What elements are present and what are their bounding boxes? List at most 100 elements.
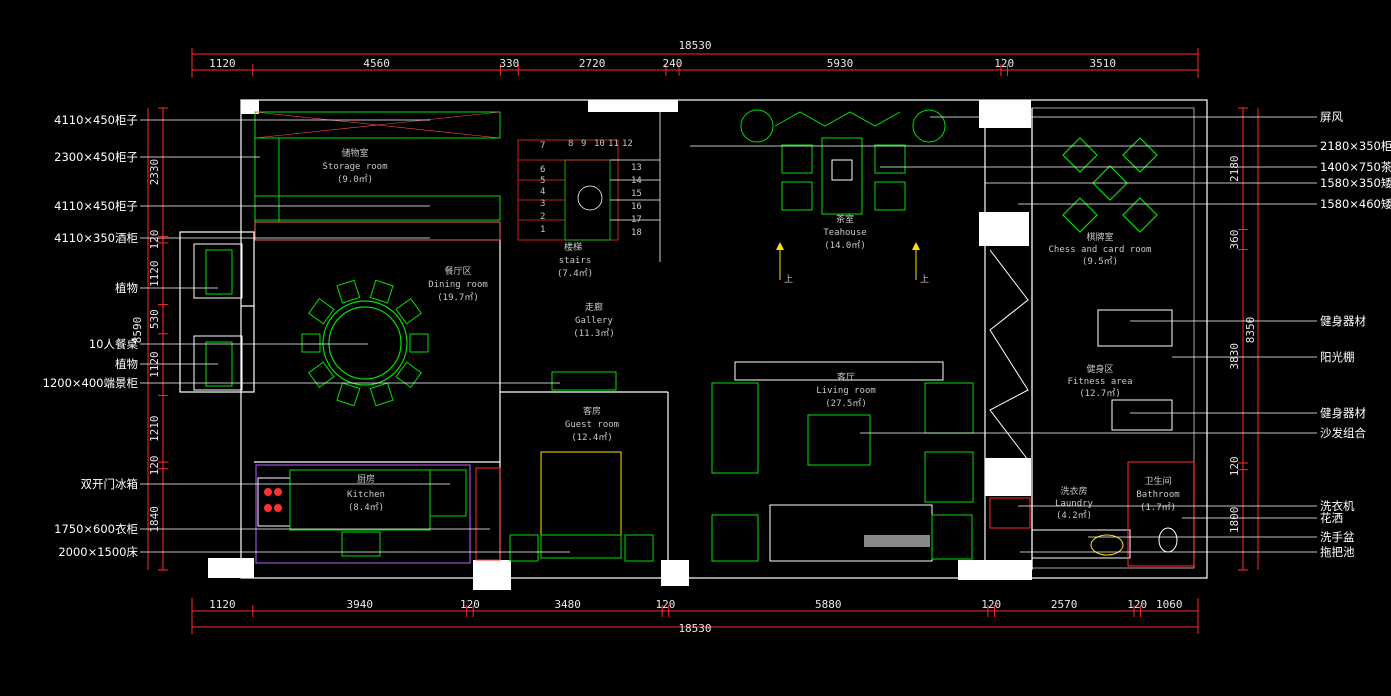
dining-chair [301, 333, 321, 353]
dining-chair [409, 333, 429, 353]
right-dimension: 2180 [1228, 155, 1241, 182]
overall-top-dimension: 18530 [678, 39, 711, 52]
bottom-dimension: 3940 [347, 598, 374, 611]
right-dimension: 360 [1228, 230, 1241, 250]
gallery-en: Gallery [575, 316, 614, 326]
left-callout-label: 4110×450柜子 [54, 199, 138, 213]
stairs-drawing [517, 112, 661, 262]
kitchen-en: Kitchen [347, 490, 385, 500]
left-callout-label: 4110×450柜子 [54, 113, 138, 127]
up-marker-1: 上 [784, 274, 793, 285]
fitness-area-en: Fitness area [1067, 377, 1132, 387]
chess-tables [1062, 137, 1158, 233]
kitchen-area: (8.4㎡) [348, 502, 384, 513]
laundry-area: (4.2㎡) [1056, 510, 1092, 521]
stair-number: 8 [568, 139, 573, 149]
dining-table [322, 300, 408, 386]
bathroom-area: (1.7㎡) [1140, 502, 1176, 513]
dining-room-zh: 餐厅区 [444, 265, 471, 277]
right-callout-label: 1400×750茶桌 [1320, 160, 1391, 174]
right-dimension: 120 [1228, 456, 1241, 476]
chess-room-zh: 棋牌室 [1086, 231, 1113, 243]
gallery-area: (11.3㎡) [573, 328, 615, 339]
right-callout-label: 1580×460矮柜 [1320, 197, 1391, 211]
dining-chair [395, 297, 422, 325]
dining-chairs [301, 279, 429, 407]
left-callouts: 4110×450柜子2300×450柜子4110×450柜子4110×350酒柜… [43, 113, 570, 559]
right-callout-label: 阳光棚 [1320, 350, 1355, 364]
storage-room-area: (9.0㎡) [337, 174, 373, 185]
left-dimension: 1840 [148, 506, 161, 533]
storage-room-zh: 储物室 [341, 147, 368, 159]
overall-bottom-dimension: 18530 [678, 622, 711, 635]
bottom-dimension: 120 [460, 598, 480, 611]
right-callout-label: 健身器材 [1320, 406, 1366, 420]
right-callout-label: 沙发组合 [1320, 426, 1366, 440]
bottom-dimension: 1120 [209, 598, 236, 611]
right-total-dimension: 8350 [1244, 317, 1257, 344]
room-labels: 储物室 Storage room (9.0㎡) 楼梯 stairs (7.4㎡)… [322, 147, 1179, 521]
top-dimension: 240 [663, 57, 683, 70]
stair-number: 5 [540, 176, 545, 186]
right-callout-label: 洗衣机 [1320, 499, 1355, 513]
stair-number: 10 [594, 139, 605, 149]
top-dimension: 120 [994, 57, 1014, 70]
stair-number: 6 [540, 165, 545, 175]
plant-boxes [193, 243, 243, 391]
bottom-dimension: 2570 [1051, 598, 1078, 611]
stair-number: 2 [540, 212, 545, 222]
stair-number: 12 [622, 139, 633, 149]
bottom-dimension: 120 [655, 598, 675, 611]
bottom-dimension: 120 [1127, 598, 1147, 611]
chess-room-en: Chess and card room [1049, 245, 1152, 255]
left-callout-label: 1200×400端景柜 [43, 376, 138, 390]
stair-number: 18 [631, 228, 642, 238]
gallery-zh: 走廊 [585, 301, 603, 313]
living-room-area: (27.5㎡) [825, 398, 867, 409]
left-callout-label: 植物 [115, 281, 138, 295]
stair-number: 16 [631, 202, 642, 212]
stair-number: 9 [581, 139, 586, 149]
laundry-bathroom-fixtures [989, 461, 1195, 567]
top-dimension: 5930 [827, 57, 854, 70]
top-dimension: 1120 [209, 57, 236, 70]
right-callout-label: 2180×350柜子 [1320, 139, 1391, 153]
top-dimension: 330 [499, 57, 519, 70]
dining-chair [336, 382, 361, 407]
left-callout-label: 双开门冰箱 [81, 477, 139, 491]
right-callout-label: 洗手盆 [1320, 530, 1355, 544]
stair-number: 3 [540, 199, 545, 209]
kitchen-zh: 厨房 [357, 473, 375, 485]
guest-room-zh: 客房 [583, 405, 601, 417]
stair-number: 7 [540, 141, 545, 151]
guest-room-en: Guest room [565, 420, 619, 430]
left-callout-label: 植物 [115, 357, 138, 371]
right-callout-label: 拖把池 [1320, 545, 1355, 559]
dining-room-en: Dining room [428, 280, 488, 290]
left-callout-label: 1750×600衣柜 [54, 522, 138, 536]
left-callout-label: 10人餐桌 [89, 337, 139, 351]
left-total-dimension: 8590 [131, 317, 144, 344]
right-callout-label: 健身器材 [1320, 314, 1366, 328]
left-dimension: 1120 [148, 351, 161, 378]
teahouse-zh: 茶室 [836, 213, 854, 225]
bottom-dimension: 5880 [815, 598, 842, 611]
left-dimension: 120 [148, 230, 161, 250]
top-dimension: 2720 [579, 57, 606, 70]
dining-room-area: (19.7㎡) [437, 292, 479, 303]
bottom-dimension: 3480 [554, 598, 581, 611]
stairs-area: (7.4㎡) [557, 268, 593, 279]
stair-number: 13 [631, 163, 642, 173]
stair-number: 11 [608, 139, 619, 149]
up-marker-2: 上 [920, 274, 929, 285]
left-dimension: 1210 [148, 416, 161, 443]
laundry-en: Laundry [1055, 499, 1094, 509]
bottom-dimension: 120 [981, 598, 1001, 611]
living-room-furniture [711, 361, 974, 562]
stairs-zh: 楼梯 [564, 241, 582, 253]
chess-room-area: (9.5㎡) [1082, 256, 1118, 267]
up-arrows [776, 242, 920, 280]
top-dimension: 4560 [363, 57, 390, 70]
